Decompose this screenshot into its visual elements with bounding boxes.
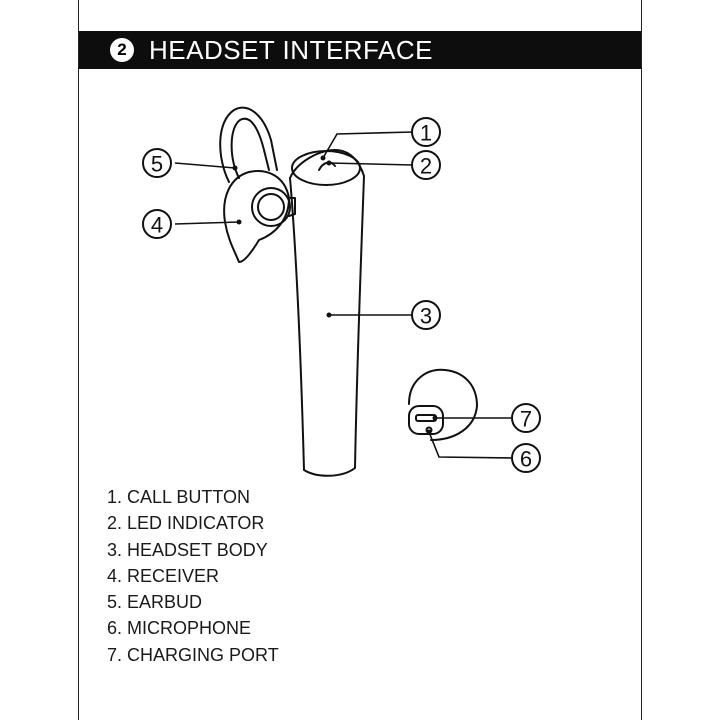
callout-number-1: 1: [420, 121, 432, 146]
callout-number-7: 7: [520, 407, 532, 432]
callout-circle-5: [142, 148, 172, 178]
section-title: HEADSET INTERFACE: [149, 34, 433, 65]
legend-item-led-indicator: 2. LED INDICATOR: [107, 513, 265, 534]
headset-top-cap: [291, 150, 361, 186]
legend-item-receiver: 4. RECEIVER: [107, 565, 220, 586]
earbud-outline: [223, 170, 290, 263]
leader-dot-1: [320, 155, 326, 161]
legend-item-headset-body: 3. HEADSET BODY: [107, 539, 268, 560]
leader-dot-6: [426, 429, 432, 435]
parts-legend: 1. CALL BUTTON 2. LED INDICATOR 3. HEADS…: [107, 484, 279, 668]
callout-circle-2: [411, 150, 441, 180]
charging-port-housing: [408, 405, 444, 435]
leader-dot-3: [326, 312, 332, 318]
callout-number-2: 2: [420, 154, 432, 179]
legend-item-earbud: 5. EARBUD: [107, 592, 203, 613]
earhook-outline: [219, 106, 278, 183]
leader-line-6: [428, 431, 514, 459]
leader-dot-4: [236, 219, 242, 225]
leader-line-2: [328, 162, 414, 166]
leader-dot-5: [232, 165, 238, 171]
section-number-badge: 2: [110, 38, 134, 62]
callout-circle-6: [511, 443, 541, 473]
legend-item-charging-port: 7. CHARGING PORT: [107, 644, 279, 665]
section-header: 2 HEADSET INTERFACE: [79, 31, 641, 69]
legend-item-call-button: 1. CALL BUTTON: [107, 487, 251, 507]
receiver-inner: [257, 193, 285, 221]
callout-number-6: 6: [520, 447, 532, 472]
callout-circle-3: [411, 300, 441, 330]
mic-earcap-outline: [408, 368, 478, 441]
callout-number-4: 4: [151, 213, 163, 238]
manual-page: 2 HEADSET INTERFACE: [78, 0, 642, 720]
legend-item-microphone: 6. MICROPHONE: [107, 618, 252, 639]
callout-circle-4: [142, 209, 172, 239]
leader-dot-7: [432, 415, 438, 421]
leader-line-4: [174, 221, 240, 225]
callout-circle-1: [411, 117, 441, 147]
receiver-outline: [251, 187, 291, 227]
headset-diagram: 1 2 3 4 5 6 7: [142, 106, 541, 477]
leader-line-1: [322, 131, 414, 159]
callout-number-3: 3: [420, 304, 432, 329]
leader-line-5: [174, 162, 236, 169]
callout-circle-7: [511, 403, 541, 433]
headset-body-outline: [289, 149, 365, 477]
callout-number-5: 5: [151, 152, 163, 177]
leader-dot-2: [326, 160, 332, 166]
